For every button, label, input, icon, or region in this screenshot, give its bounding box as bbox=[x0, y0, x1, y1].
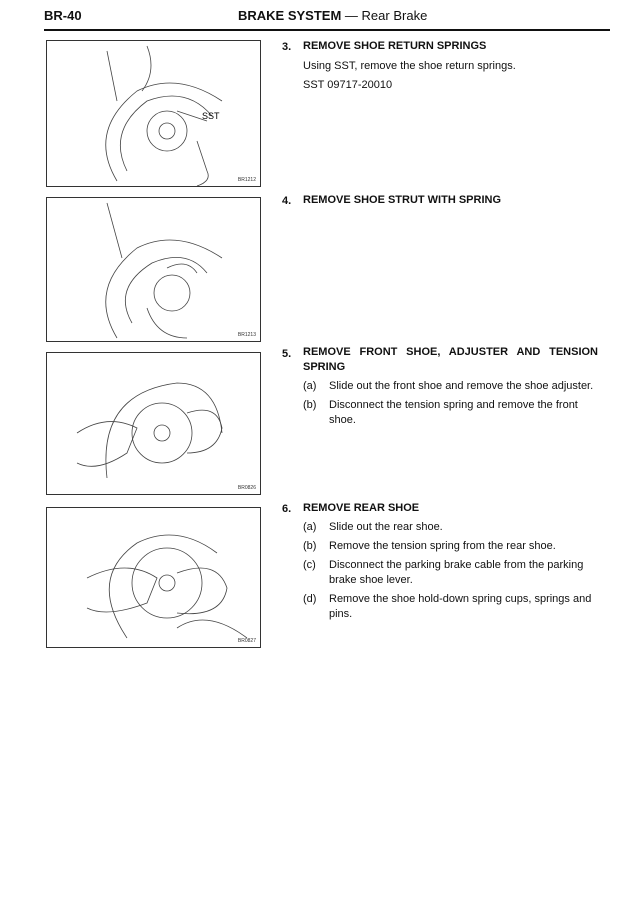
substep: (c) Disconnect the parking brake cable fr… bbox=[303, 558, 598, 588]
substep-label: (c) bbox=[303, 559, 316, 571]
step-number: 4. bbox=[282, 195, 292, 207]
brake-illustration bbox=[76, 382, 223, 479]
substep-label: (b) bbox=[303, 399, 317, 411]
step-title: REMOVE SHOE STRUT WITH SPRING bbox=[303, 194, 502, 206]
step-4: REMOVE SHOE STRUT WITH SPRING bbox=[303, 192, 598, 208]
step-number: 6. bbox=[282, 503, 292, 515]
substep-text: Slide out the front shoe and remove the … bbox=[329, 380, 594, 392]
section-title: BRAKE SYSTEM — Rear Brake bbox=[238, 8, 427, 23]
sst-label: SST bbox=[202, 111, 220, 121]
figure-code: BR1213 bbox=[237, 332, 256, 338]
page-number: BR-40 bbox=[44, 8, 82, 23]
substep-text: Remove the tension spring from the rear … bbox=[329, 540, 556, 552]
figure-br0827: BR0827 bbox=[46, 507, 261, 648]
substep-label: (a) bbox=[303, 521, 317, 533]
step-body: Using SST, remove the shoe return spring… bbox=[303, 60, 516, 72]
figure-br0826: BR0826 bbox=[46, 352, 261, 495]
brake-illustration: SST bbox=[105, 45, 223, 186]
brake-illustration bbox=[105, 202, 223, 339]
substep-text: Disconnect the parking brake cable from … bbox=[329, 559, 584, 586]
substep-text: Rear Brake bbox=[361, 8, 428, 23]
step-number: 5. bbox=[282, 348, 292, 360]
header-rule bbox=[44, 29, 610, 31]
step-title: REMOVE FRONT SHOE, ADJUSTER AND TENSION … bbox=[303, 346, 598, 373]
substep-text: — bbox=[344, 8, 358, 23]
step-number: 3. bbox=[282, 41, 292, 53]
figure-code: BR0827 bbox=[237, 638, 256, 644]
sst-number: SST 09717-20010 bbox=[303, 79, 393, 91]
figure-code: BR1212 bbox=[237, 177, 256, 183]
step-6: REMOVE REAR SHOE (a) Slide out the rear s… bbox=[303, 500, 598, 622]
substep-label: (b) bbox=[303, 540, 317, 552]
figure-br1213: BR1213 bbox=[46, 197, 261, 342]
brake-illustration bbox=[86, 534, 248, 639]
step-3: REMOVE SHOE RETURN SPRINGS Using SST, re… bbox=[303, 38, 598, 94]
step-title: REMOVE SHOE RETURN SPRINGS bbox=[303, 40, 487, 52]
substep: (a) Slide out the front shoe and remove t… bbox=[303, 379, 598, 394]
figure-code: BR0826 bbox=[237, 485, 256, 491]
substep: (d) Remove the shoe hold-down spring cups… bbox=[303, 592, 598, 622]
step-title: REMOVE REAR SHOE bbox=[303, 502, 420, 514]
substep-text: BRAKE SYSTEM bbox=[238, 8, 342, 23]
substep: (a) Slide out the rear shoe. bbox=[303, 520, 598, 535]
substep-label: (a) bbox=[303, 380, 317, 392]
substep: (b) Remove the tension spring from the re… bbox=[303, 539, 598, 554]
substep-label: (d) bbox=[303, 593, 317, 605]
substep-text: Remove the shoe hold-down spring cups, s… bbox=[329, 593, 592, 620]
step-5: REMOVE FRONT SHOE, ADJUSTER AND TENSION … bbox=[303, 345, 598, 428]
substep-text: Disconnect the tension spring and remove… bbox=[329, 399, 578, 426]
substep-text: Slide out the rear shoe. bbox=[329, 521, 443, 533]
substep: (b) Disconnect the tension spring and rem… bbox=[303, 398, 598, 428]
figure-br1212: SST BR1212 bbox=[46, 40, 261, 187]
